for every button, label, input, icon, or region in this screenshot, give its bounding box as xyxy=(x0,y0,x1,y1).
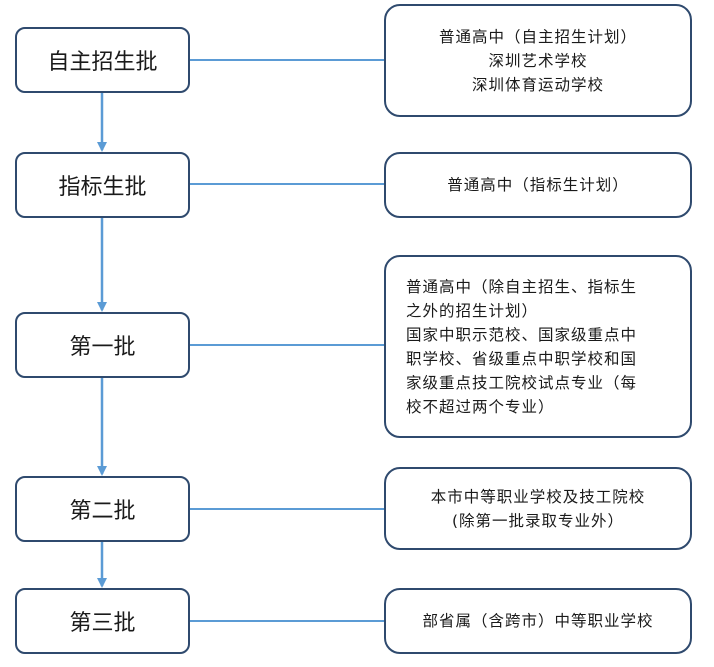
batch-box-third-batch: 第三批 xyxy=(15,588,190,654)
description-line: (除第一批录取专业外） xyxy=(451,511,625,530)
description-line: 国家中职示范校、国家级重点中 xyxy=(406,325,638,344)
description-line: 家级重点技工院校试点专业（每 xyxy=(406,373,638,392)
description-line: 深圳艺术学校 xyxy=(488,51,588,70)
batch-description-third-batch: 部省属（含跨市）中等职业学校 xyxy=(384,588,692,654)
batch-box-second-batch: 第二批 xyxy=(15,476,190,542)
batch-box-first-batch: 第一批 xyxy=(15,312,190,378)
description-line: 普通高中（除自主招生、指标生 xyxy=(406,277,638,296)
description-line: 之外的招生计划） xyxy=(406,301,539,320)
batch-description-second-batch: 本市中等职业学校及技工院校 (除第一批录取专业外） xyxy=(384,467,692,550)
description-line: 本市中等职业学校及技工院校 xyxy=(430,487,646,506)
batch-label: 自主招生批 xyxy=(47,50,158,75)
batch-label: 第一批 xyxy=(69,335,136,360)
description-line: 部省属（含跨市）中等职业学校 xyxy=(422,612,654,630)
batch-label: 指标生批 xyxy=(58,175,147,200)
batch-box-independent-enrollment: 自主招生批 xyxy=(15,27,190,93)
batch-description-independent-enrollment: 普通高中（自主招生计划） 深圳艺术学校 深圳体育运动学校 xyxy=(384,4,692,117)
batch-description-first-batch: 普通高中（除自主招生、指标生 之外的招生计划） 国家中职示范校、国家级重点中 职… xyxy=(384,255,692,438)
description-line: 校不超过两个专业） xyxy=(406,397,555,416)
description-line: 职学校、省级重点中职学校和国 xyxy=(406,349,638,368)
description-line: 普通高中（自主招生计划） xyxy=(438,27,637,46)
batch-label: 第二批 xyxy=(69,499,136,524)
batch-label: 第三批 xyxy=(69,611,136,636)
batch-description-quota-students: 普通高中（指标生计划） xyxy=(384,152,692,218)
batch-box-quota-students: 指标生批 xyxy=(15,152,190,218)
description-line: 深圳体育运动学校 xyxy=(471,75,604,94)
description-line: 普通高中（指标生计划） xyxy=(447,176,629,194)
